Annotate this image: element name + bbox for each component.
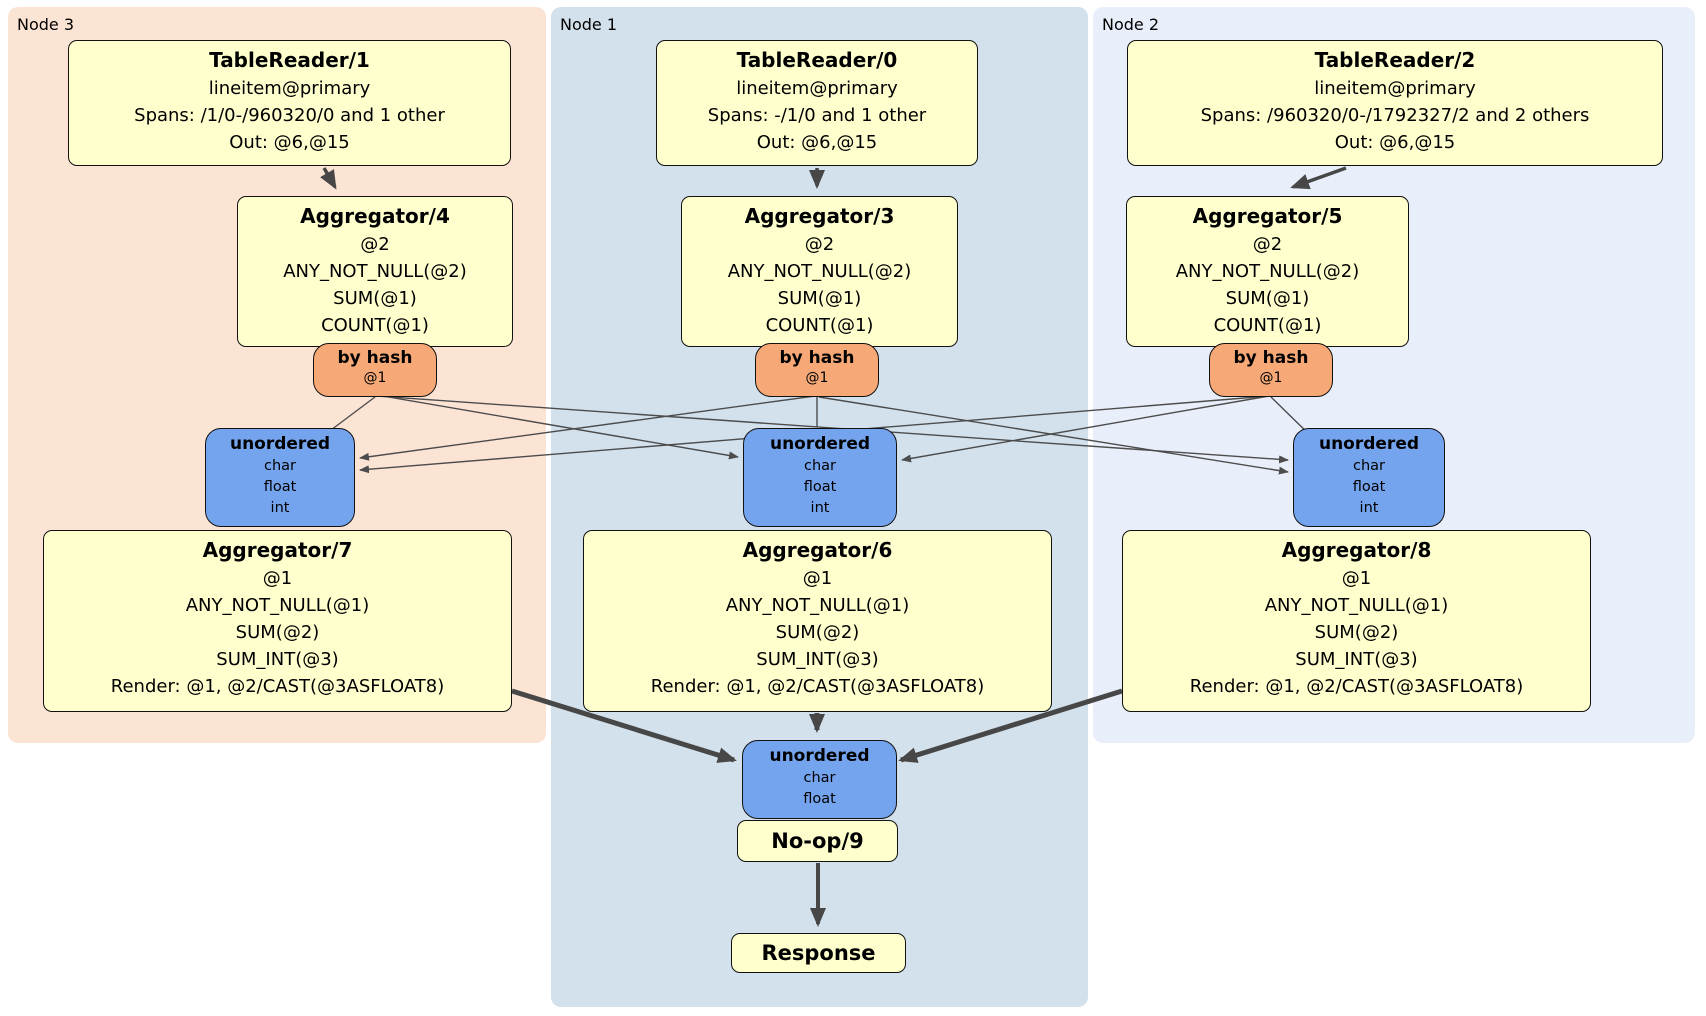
router-detail: @1 — [363, 370, 387, 386]
aggregator-box: Aggregator/6 @1 ANY_NOT_NULL(@1) SUM(@2)… — [583, 530, 1052, 712]
spans-line: Spans: /1/0-/960320/0 and 1 other — [134, 105, 445, 126]
flow-arrows — [320, 166, 1347, 927]
aggregator-box: Aggregator/3 @2 ANY_NOT_NULL(@2) SUM(@1)… — [681, 196, 958, 347]
node-label: Node 1 — [560, 15, 618, 34]
sync-title: unordered — [1318, 434, 1420, 454]
node-label: Node 2 — [1102, 15, 1160, 34]
processor-title: TableReader/2 — [1314, 48, 1476, 72]
hash-router: by hash @1 — [755, 343, 879, 397]
spans-line: Spans: -/1/0 and 1 other — [707, 105, 927, 126]
processor-title: Aggregator/4 — [300, 204, 450, 228]
tablereader-box: TableReader/2 lineitem@primary Spans: /9… — [1127, 40, 1663, 166]
unordered-sync: unordered char float int — [743, 428, 897, 527]
hash-router: by hash @1 — [1209, 343, 1333, 397]
final-unordered-sync: unordered char float — [742, 740, 897, 819]
sync-title: unordered — [229, 434, 331, 454]
processor-title: Aggregator/7 — [202, 538, 353, 562]
response-box: Response — [731, 933, 906, 973]
out-line: Out: @6,@15 — [1334, 132, 1456, 153]
index-line: lineitem@primary — [1314, 78, 1476, 99]
processor-title: TableReader/1 — [209, 48, 370, 72]
index-line: lineitem@primary — [736, 78, 898, 99]
tablereader-box: TableReader/0 lineitem@primary Spans: -/… — [656, 40, 978, 166]
router-title: by hash — [337, 348, 413, 368]
noop-box: No-op/9 — [737, 820, 898, 862]
router-detail: @1 — [1259, 370, 1283, 386]
router-detail: @1 — [805, 370, 829, 386]
aggregator-box: Aggregator/7 @1 ANY_NOT_NULL(@1) SUM(@2)… — [43, 530, 512, 712]
processor-title: TableReader/0 — [736, 48, 898, 72]
router-title: by hash — [779, 348, 855, 368]
index-line: lineitem@primary — [208, 78, 371, 99]
unordered-sync: unordered char float int — [205, 428, 355, 527]
node-label: Node 3 — [17, 15, 75, 34]
spans-line: Spans: /960320/0-/1792327/2 and 2 others — [1200, 105, 1590, 126]
router-title: by hash — [1233, 348, 1309, 368]
aggregator-box: Aggregator/4 @2 ANY_NOT_NULL(@2) SUM(@1)… — [237, 196, 513, 347]
aggregator-box: Aggregator/5 @2 ANY_NOT_NULL(@2) SUM(@1)… — [1126, 196, 1409, 347]
aggregator-box: Aggregator/8 @1 ANY_NOT_NULL(@1) SUM(@2)… — [1122, 530, 1591, 712]
out-line: Out: @6,@15 — [756, 132, 878, 153]
processor-title: Aggregator/6 — [742, 538, 893, 562]
sync-title: unordered — [769, 746, 870, 766]
processor-title: Aggregator/8 — [1281, 538, 1432, 562]
sync-title: unordered — [769, 434, 871, 454]
tablereader-box: TableReader/1 lineitem@primary Spans: /1… — [68, 40, 511, 166]
processor-title: Aggregator/5 — [1192, 204, 1343, 228]
unordered-sync: unordered char float int — [1293, 428, 1445, 527]
out-line: Out: @6,@15 — [229, 132, 350, 153]
hash-router: by hash @1 — [313, 343, 437, 397]
processor-title: Aggregator/3 — [744, 204, 895, 228]
